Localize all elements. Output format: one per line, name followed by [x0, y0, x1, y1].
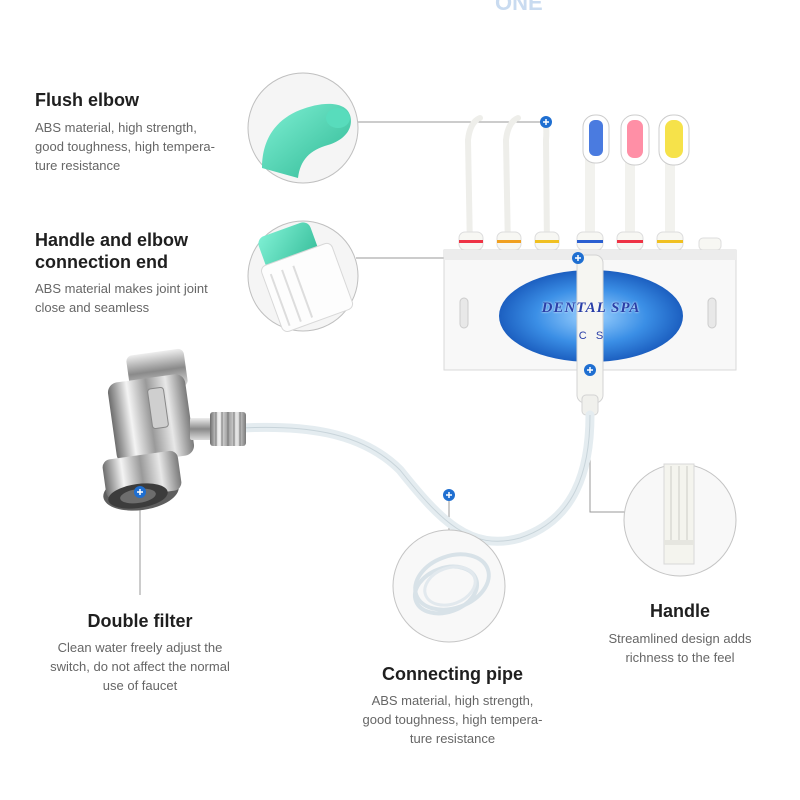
handle-elbow-title: Handle and elbow connection end — [35, 230, 189, 272]
brand-sub-label: C S — [578, 330, 604, 342]
callout-double-filter: Double filter Clean water freely adjust … — [30, 610, 250, 695]
handle-elbow-desc: ABS material makes joint joint close and… — [35, 281, 208, 315]
hose — [235, 410, 595, 546]
handle-body — [576, 254, 604, 416]
connecting-pipe-desc: ABS material, high strength, good toughn… — [362, 693, 543, 746]
callout-handle-elbow: Handle and elbow connection end ABS mate… — [35, 229, 208, 317]
callout-flush-elbow: Flush elbow ABS material, high strength,… — [35, 89, 215, 175]
flush-elbow-zoom-circle — [247, 72, 359, 184]
double-filter-title: Double filter — [87, 611, 193, 631]
double-filter-desc: Clean water freely adjust the switch, do… — [50, 640, 230, 693]
handle-zoom-circle — [623, 463, 737, 577]
handle-elbow-zoom-circle — [247, 220, 359, 332]
toothbrush-heads — [576, 114, 722, 251]
brand-label: DENTAL SPA — [541, 300, 641, 316]
connecting-pipe-title: Connecting pipe — [382, 664, 523, 684]
faucet-diverter — [102, 348, 246, 511]
handle-title: Handle — [649, 601, 710, 621]
flush-elbow-desc: ABS material, high strength, good toughn… — [35, 120, 215, 173]
handle-desc: Streamlined design adds richness to the … — [608, 631, 752, 665]
flush-elbow-title: Flush elbow — [35, 90, 140, 110]
marker-dots — [134, 116, 596, 501]
connecting-pipe-zoom-circle — [392, 529, 506, 643]
jet-tips — [458, 115, 560, 253]
callout-handle: Handle Streamlined design adds richness … — [590, 600, 770, 667]
callout-connecting-pipe: Connecting pipe ABS material, high stren… — [340, 663, 565, 748]
header-partial-text: ONE — [495, 0, 543, 15]
